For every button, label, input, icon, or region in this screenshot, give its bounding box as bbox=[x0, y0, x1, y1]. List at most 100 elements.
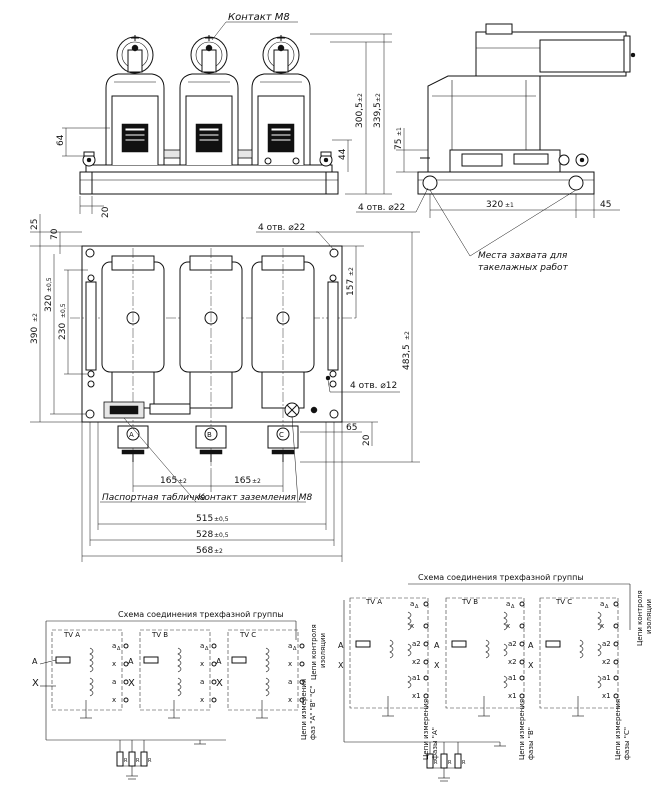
dim-339-5: 339,5 bbox=[373, 102, 383, 128]
right-a-ad: а bbox=[410, 600, 414, 608]
left-a-label: A bbox=[32, 657, 38, 666]
dim-64: 64 bbox=[56, 134, 66, 146]
dim-568-tol: ±2 bbox=[214, 548, 223, 555]
left-insulation-1: Цепи контроля bbox=[310, 624, 318, 680]
right-c-A: A bbox=[528, 641, 534, 650]
right-c-xd: х bbox=[600, 622, 604, 630]
left-r2: R bbox=[136, 758, 140, 764]
right-c-ad-sub: Δ bbox=[605, 604, 609, 610]
left-c-x: х bbox=[288, 696, 292, 704]
dim-230: 230 bbox=[58, 323, 68, 340]
right-meas-b-1: Цепи измерения bbox=[518, 699, 526, 760]
right-c-a1: а1 bbox=[602, 674, 611, 682]
right-a-ad-sub: Δ bbox=[415, 604, 419, 610]
dim-25: 25 bbox=[30, 219, 40, 230]
left-c-a-label: A bbox=[216, 657, 222, 666]
right-insulation-1: Цепи контроля bbox=[636, 590, 644, 646]
lifting-note-line1: Места захвата для bbox=[478, 251, 568, 261]
right-tv-b: TV B bbox=[461, 598, 478, 606]
left-c-x-label: X bbox=[216, 678, 223, 689]
dim-230-tol: ±0,5 bbox=[60, 303, 67, 318]
lifting-note-line2: такелажных работ bbox=[478, 263, 569, 273]
dim-568: 568 bbox=[196, 546, 213, 556]
left-a-ad: а bbox=[112, 642, 116, 650]
dim-483-5-tol: ±2 bbox=[404, 331, 411, 340]
left-b-xd: х bbox=[200, 660, 204, 668]
left-a-xd: х bbox=[112, 660, 116, 668]
dim-165-a-tol: ±2 bbox=[178, 478, 187, 485]
transformer-plan-c bbox=[251, 248, 315, 460]
left-tv-c: TV C bbox=[239, 631, 256, 639]
dim-528: 528 bbox=[196, 530, 213, 540]
right-r2: R bbox=[448, 760, 452, 766]
dim-320-side-tol: ±1 bbox=[505, 202, 514, 209]
schematic-left-title: Схема соединения трехфазной группы bbox=[118, 610, 284, 619]
right-meas-b-2: фазы "В" bbox=[527, 727, 535, 760]
dim-157: 157 bbox=[346, 279, 356, 296]
right-a-X: X bbox=[338, 661, 344, 670]
dim-515-tol: ±0,5 bbox=[214, 516, 229, 523]
dim-300-5: 300,5 bbox=[355, 102, 365, 128]
left-tv-a: TV A bbox=[63, 631, 80, 639]
left-b-a-label: A bbox=[128, 657, 134, 666]
left-x-label: X bbox=[32, 678, 39, 689]
dim-320-side: 320 bbox=[486, 200, 503, 210]
left-meas-1: Цепи измерения bbox=[300, 679, 308, 740]
right-c-a2: а2 bbox=[602, 640, 611, 648]
right-tv-c: TV C bbox=[555, 598, 572, 606]
right-meas-c-1: Цепи измерения bbox=[614, 699, 622, 760]
left-c-ad-sub: Δ bbox=[293, 646, 297, 652]
transformer-front-b bbox=[179, 35, 239, 166]
left-b-a: а bbox=[200, 678, 204, 686]
right-b-a1: а1 bbox=[508, 674, 517, 682]
right-meas-c-2: фазы "С" bbox=[623, 727, 631, 760]
dim-165-b: 165 bbox=[234, 476, 251, 486]
transformer-front-a bbox=[105, 35, 165, 166]
dim-45: 45 bbox=[600, 200, 611, 210]
phase-b-mark: B bbox=[207, 431, 212, 439]
left-a-a: а bbox=[112, 678, 116, 686]
dim-300-5-tol: ±2 bbox=[357, 93, 364, 102]
holes-22-plan: 4 отв. ⌀22 bbox=[258, 223, 305, 233]
right-b-A: A bbox=[434, 641, 440, 650]
left-r3: R bbox=[148, 758, 152, 764]
left-c-a: а bbox=[288, 678, 292, 686]
right-b-x2: х2 bbox=[508, 658, 517, 666]
right-b-x1: х1 bbox=[508, 692, 517, 700]
dim-157-tol: ±2 bbox=[348, 267, 355, 276]
schematic-left: Схема соединения трехфазной группы TV A … bbox=[32, 610, 327, 780]
left-b-ad-sub: Δ bbox=[205, 646, 209, 652]
left-b-x: х bbox=[200, 696, 204, 704]
left-tv-b: TV B bbox=[151, 631, 168, 639]
right-a-x2: х2 bbox=[412, 658, 421, 666]
right-a-a2: а2 bbox=[412, 640, 421, 648]
nameplate-label: Паспортная табличка bbox=[102, 493, 205, 503]
side-view: 75 ±1 4 отв. ⌀22 320 ±1 45 Места захвата… bbox=[356, 23, 636, 273]
right-a-xd: х bbox=[410, 622, 414, 630]
left-a-ad-sub: Δ bbox=[117, 646, 121, 652]
dim-165-b-tol: ±2 bbox=[252, 478, 261, 485]
left-c-xd: х bbox=[288, 660, 292, 668]
dim-515: 515 bbox=[196, 514, 213, 524]
dim-75: 75 bbox=[394, 139, 404, 150]
dim-20-top: 20 bbox=[101, 206, 111, 218]
transformer-plan-b bbox=[179, 248, 243, 470]
right-b-a2: а2 bbox=[508, 640, 517, 648]
left-b-ad: а bbox=[200, 642, 204, 650]
right-r1: R bbox=[434, 760, 438, 766]
left-meas-2: фаз "А" "В" "С" bbox=[309, 686, 317, 740]
left-a-x: х bbox=[112, 696, 116, 704]
right-r3: R bbox=[462, 760, 466, 766]
ground-contact-label: Контакт заземления М8 bbox=[198, 493, 313, 503]
dim-390: 390 bbox=[30, 327, 40, 344]
right-meas-a-2: фазы "А" bbox=[431, 727, 439, 760]
right-b-ad: а bbox=[506, 600, 510, 608]
right-c-x1: х1 bbox=[602, 692, 611, 700]
right-insulation-2: изоляции bbox=[645, 599, 653, 634]
right-meas-a-1: Цепи измерения bbox=[422, 699, 430, 760]
left-c-ad: а bbox=[288, 642, 292, 650]
right-tv-a: TV A bbox=[365, 598, 382, 606]
right-c-ad: а bbox=[600, 600, 604, 608]
dim-320-plan-tol: ±0,5 bbox=[46, 277, 53, 292]
